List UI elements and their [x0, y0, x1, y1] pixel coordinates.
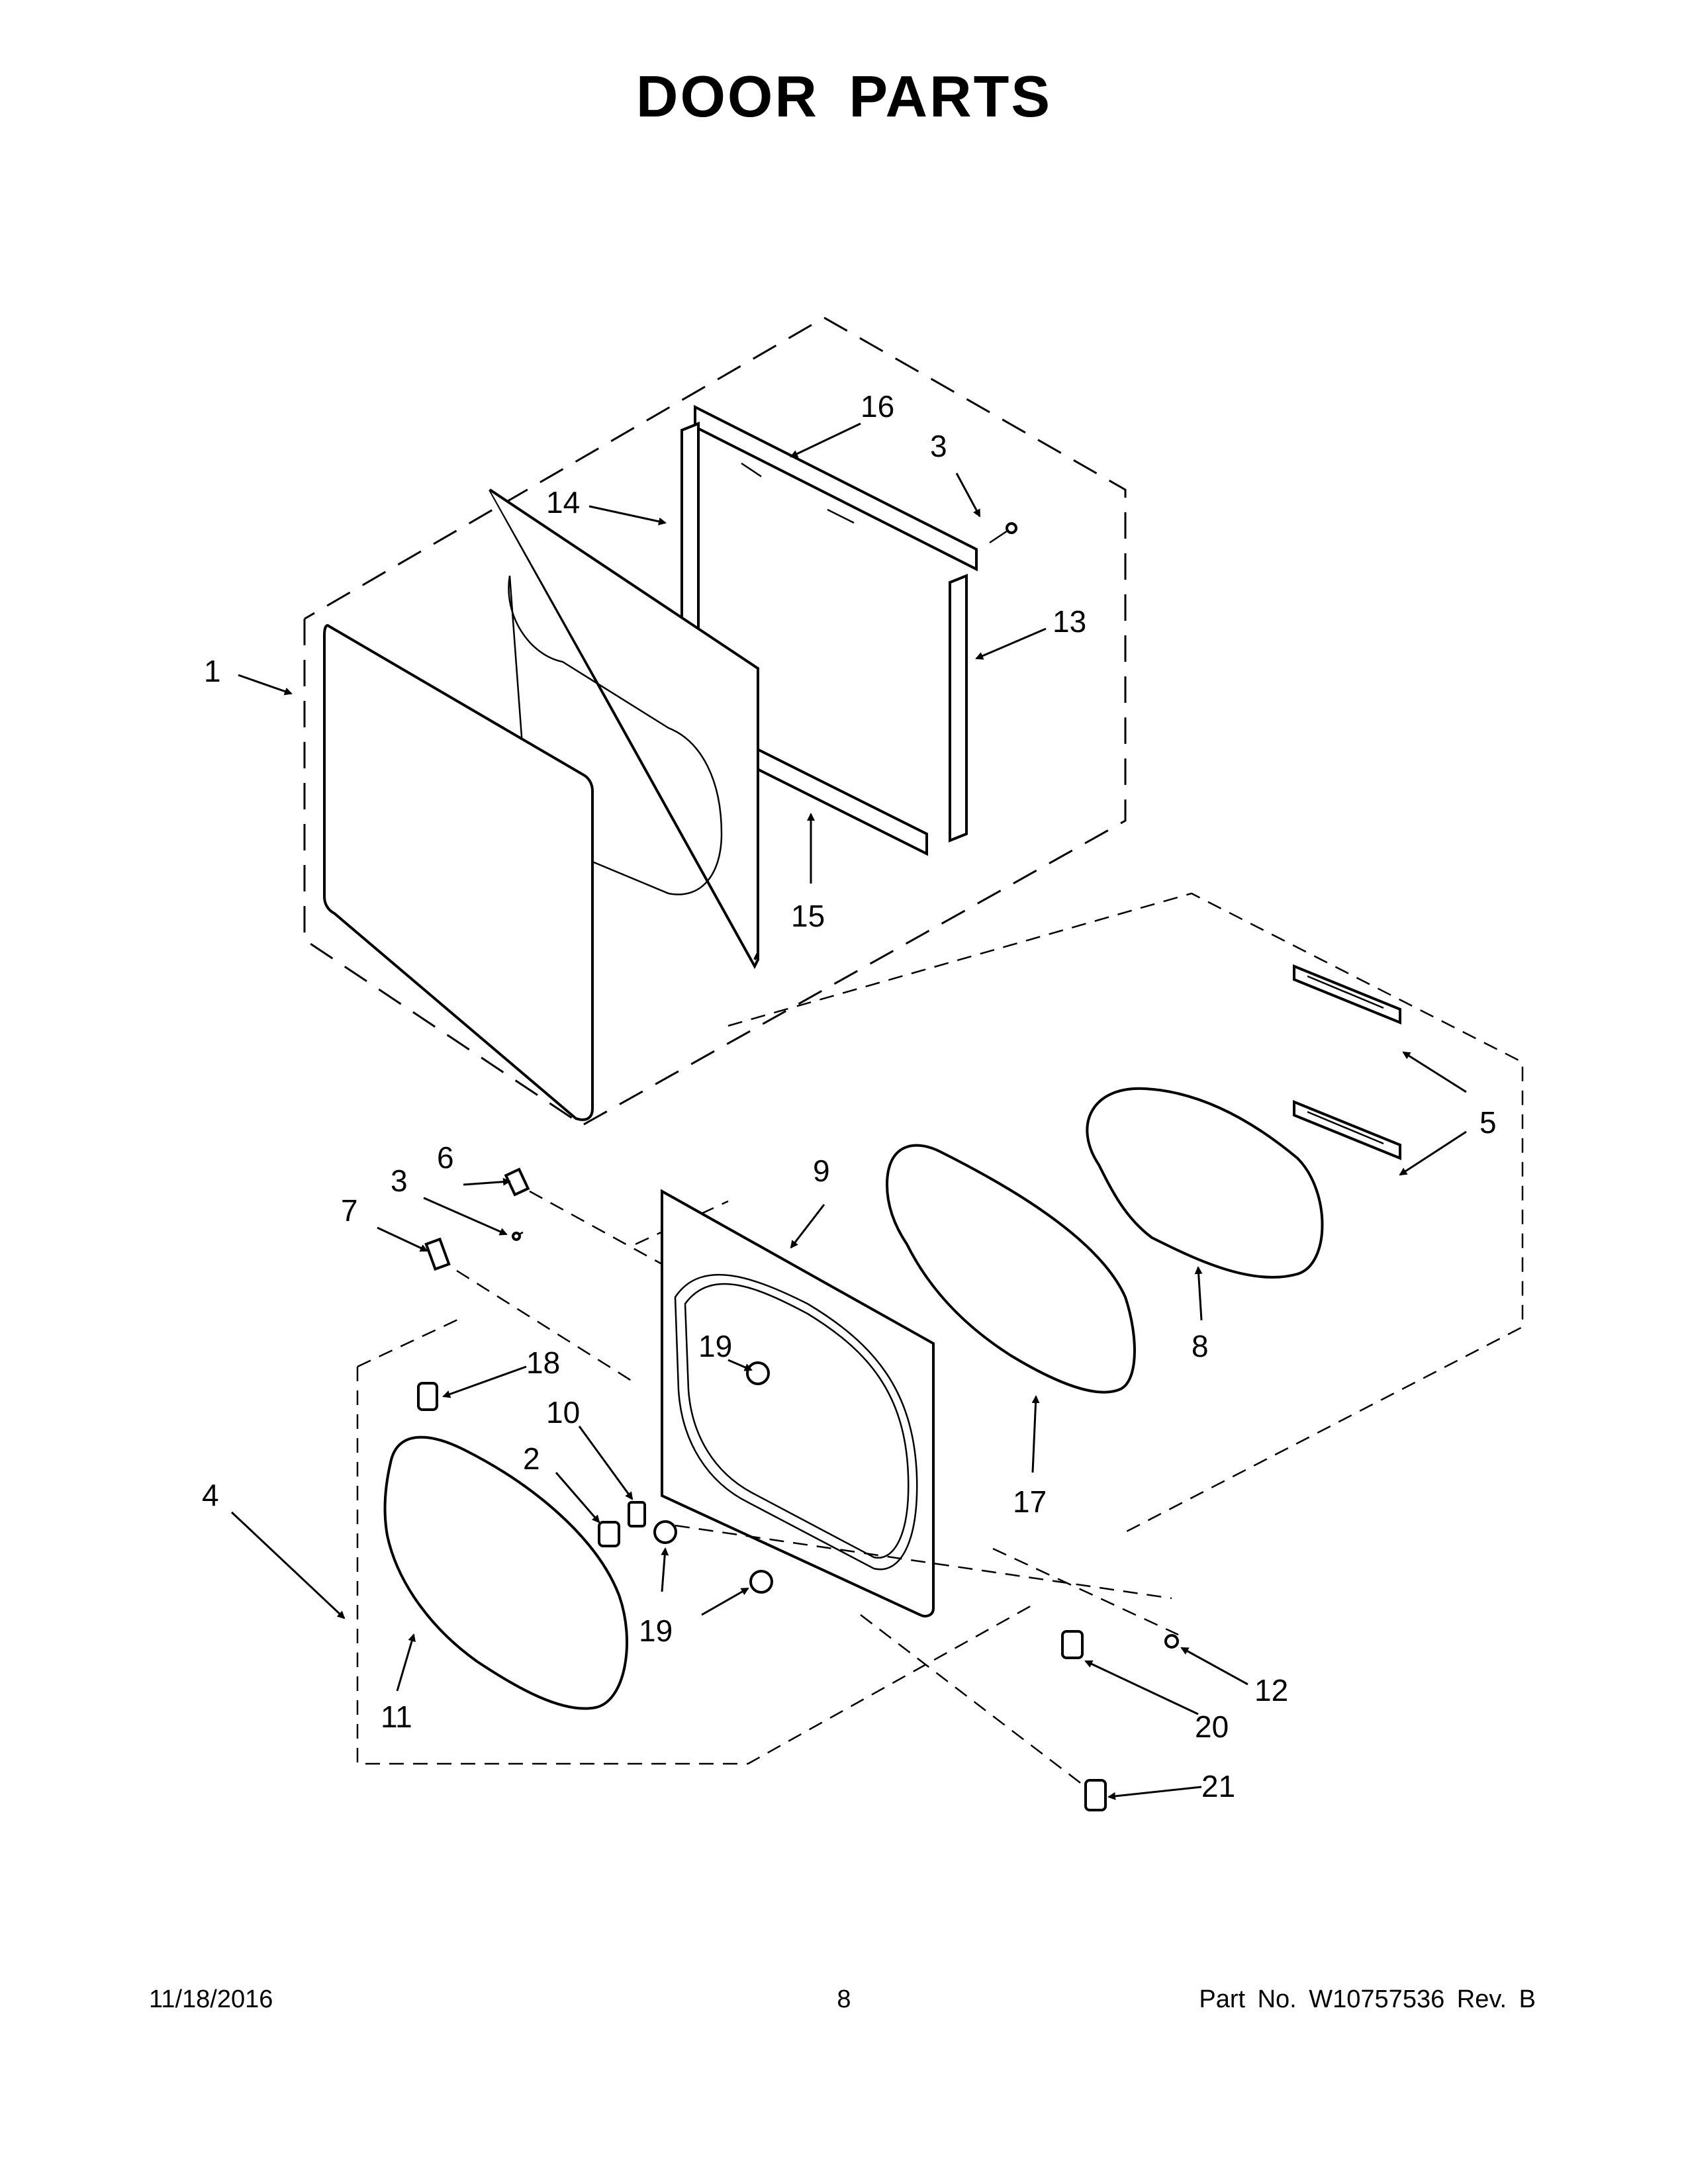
callout-1: 1 [204, 654, 221, 688]
callout-10: 10 [546, 1395, 580, 1430]
footer-date: 11/18/2016 [149, 1985, 273, 2013]
callout-3-top: 3 [930, 429, 947, 463]
screw-3-top [989, 522, 1017, 544]
callout-5: 5 [1479, 1105, 1497, 1140]
callout-labels: 1 14 16 3 13 15 5 9 8 17 6 3 7 18 10 19 … [202, 389, 1497, 1803]
upper-assembly-boundary [303, 316, 1127, 1126]
hinge-hardware [424, 1167, 663, 1385]
callout-19-upper: 19 [698, 1329, 732, 1363]
callout-13: 13 [1053, 604, 1086, 639]
callout-20: 20 [1195, 1709, 1229, 1744]
callout-7: 7 [341, 1193, 358, 1228]
callout-19-lower: 19 [639, 1614, 673, 1648]
callout-6: 6 [437, 1140, 454, 1175]
callout-16: 16 [861, 389, 894, 424]
callout-11: 11 [381, 1700, 412, 1734]
page-title: DOOR PARTS [635, 64, 1053, 129]
callout-18: 18 [526, 1345, 560, 1380]
hinge-strips [1293, 964, 1401, 1160]
callout-17: 17 [1013, 1484, 1047, 1519]
callout-14: 14 [546, 485, 580, 520]
footer-page-number: 8 [837, 1985, 851, 2013]
callout-9: 9 [813, 1154, 830, 1188]
inner-door-frame [680, 404, 978, 856]
outer-door-panel [323, 623, 594, 1121]
callout-15: 15 [791, 899, 825, 933]
latch-hardware [417, 1361, 1172, 1600]
door-frame [661, 1189, 935, 1617]
callout-2: 2 [523, 1441, 540, 1476]
window-gasket [885, 1144, 1136, 1394]
footer-part-number: Part No. W10757536 Rev. B [1199, 1985, 1536, 2013]
lower-small-parts [860, 1547, 1179, 1811]
window-glass [1086, 1087, 1324, 1279]
callout-12: 12 [1254, 1673, 1288, 1707]
inner-trim-ring [383, 1435, 629, 1710]
callout-4: 4 [202, 1478, 219, 1512]
callout-8: 8 [1192, 1329, 1209, 1363]
callout-3-lower: 3 [391, 1163, 408, 1198]
callout-arrows [230, 422, 1467, 1800]
callout-21: 21 [1201, 1769, 1235, 1803]
